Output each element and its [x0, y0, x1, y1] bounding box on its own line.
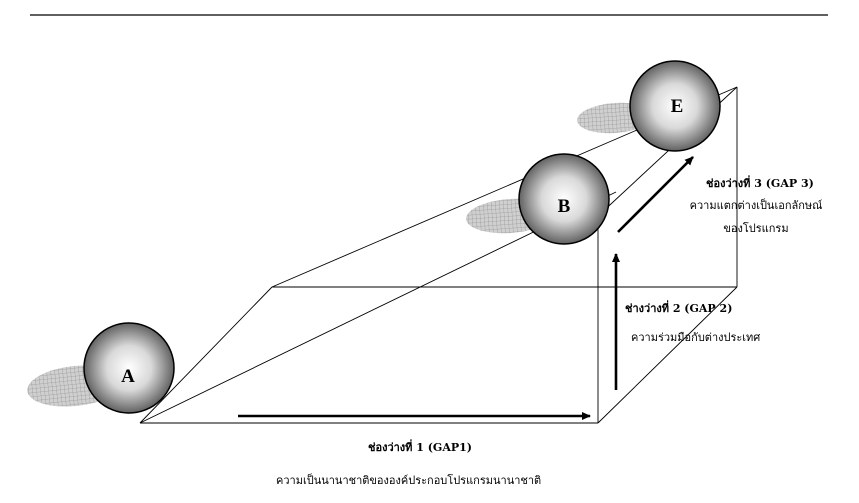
- node-e-label: E: [671, 96, 684, 117]
- node-e: E: [629, 60, 721, 152]
- gap1-title: ช่องว่างที่ 1 (GAP1): [368, 441, 472, 454]
- gap3-description-line1: ความแตกต่างเป็นเอกลักษณ์: [689, 199, 823, 212]
- node-b-label: B: [558, 196, 571, 217]
- node-a: A: [83, 322, 175, 414]
- node-a-label: A: [121, 366, 135, 387]
- gap3-description-line2: ของโปรแกรม: [723, 222, 789, 235]
- gap2-title: ช่างว่างที่ 2 (GAP 2): [625, 302, 733, 315]
- gap2-description: ความร่วมมือกับต่างประเทศ: [631, 331, 761, 344]
- gap3-arrow: [617, 156, 694, 233]
- node-b: B: [518, 153, 610, 245]
- gap3-title: ช่องว่างที่ 3 (GAP 3): [706, 177, 814, 190]
- gap1-description: ความเป็นนานาชาติขององค์ประกอบโปรแกรมนานา…: [276, 474, 542, 487]
